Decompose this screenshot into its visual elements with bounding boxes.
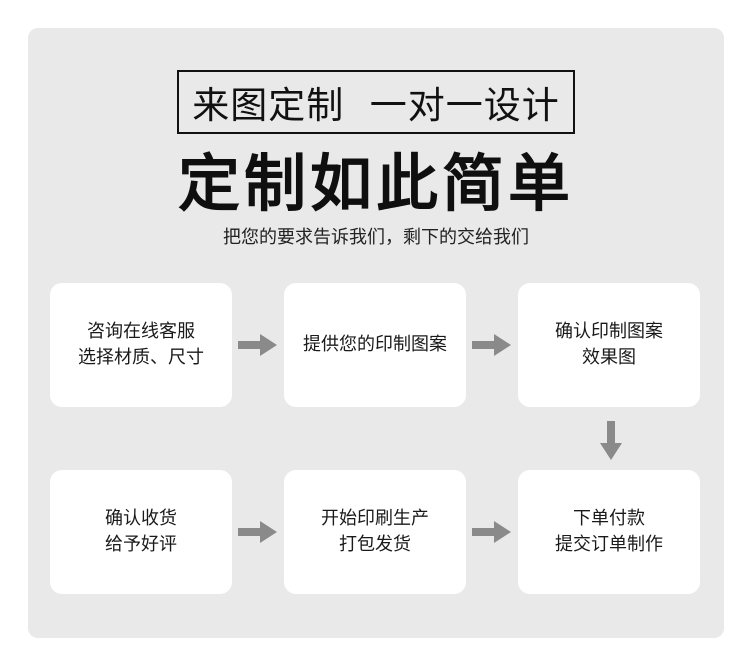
- step-card-line: 开始印刷生产: [321, 508, 429, 529]
- step-card-line: 确认收货: [105, 508, 177, 529]
- step-card-confirm-design: 确认印制图案 效果图: [518, 283, 700, 407]
- step-card-order: 下单付款 提交订单制作: [518, 470, 700, 594]
- arrow-right-icon: [472, 521, 511, 543]
- arrow-right-icon: [238, 521, 277, 543]
- step-card-line: 确认印制图案: [555, 321, 663, 342]
- step-card-confirm-receipt: 确认收货 给予好评: [50, 470, 232, 594]
- step-card-line: 提供您的印制图案: [303, 334, 447, 355]
- arrow-down-icon: [600, 421, 622, 460]
- step-card-consult: 咨询在线客服 选择材质、尺寸: [50, 283, 232, 407]
- step-card-line: 下单付款: [573, 508, 645, 529]
- step-card-provide-design: 提供您的印制图案: [284, 283, 466, 407]
- step-card-line: 效果图: [582, 347, 636, 368]
- custom-tag-box: 来图定制 一对一设计: [177, 70, 575, 134]
- arrow-right-icon: [238, 334, 277, 356]
- step-card-line: 选择材质、尺寸: [78, 347, 204, 368]
- step-card-line: 给予好评: [105, 534, 177, 555]
- step-card-production: 开始印刷生产 打包发货: [284, 470, 466, 594]
- step-card-line: 咨询在线客服: [87, 321, 195, 342]
- process-panel: 来图定制 一对一设计 定制如此简单 把您的要求告诉我们，剩下的交给我们 咨询在线…: [28, 28, 724, 638]
- arrow-right-icon: [472, 334, 511, 356]
- step-card-line: 提交订单制作: [555, 534, 663, 555]
- page-subtitle: 把您的要求告诉我们，剩下的交给我们: [223, 227, 529, 248]
- page-title: 定制如此简单: [177, 147, 574, 220]
- step-card-line: 打包发货: [339, 534, 411, 555]
